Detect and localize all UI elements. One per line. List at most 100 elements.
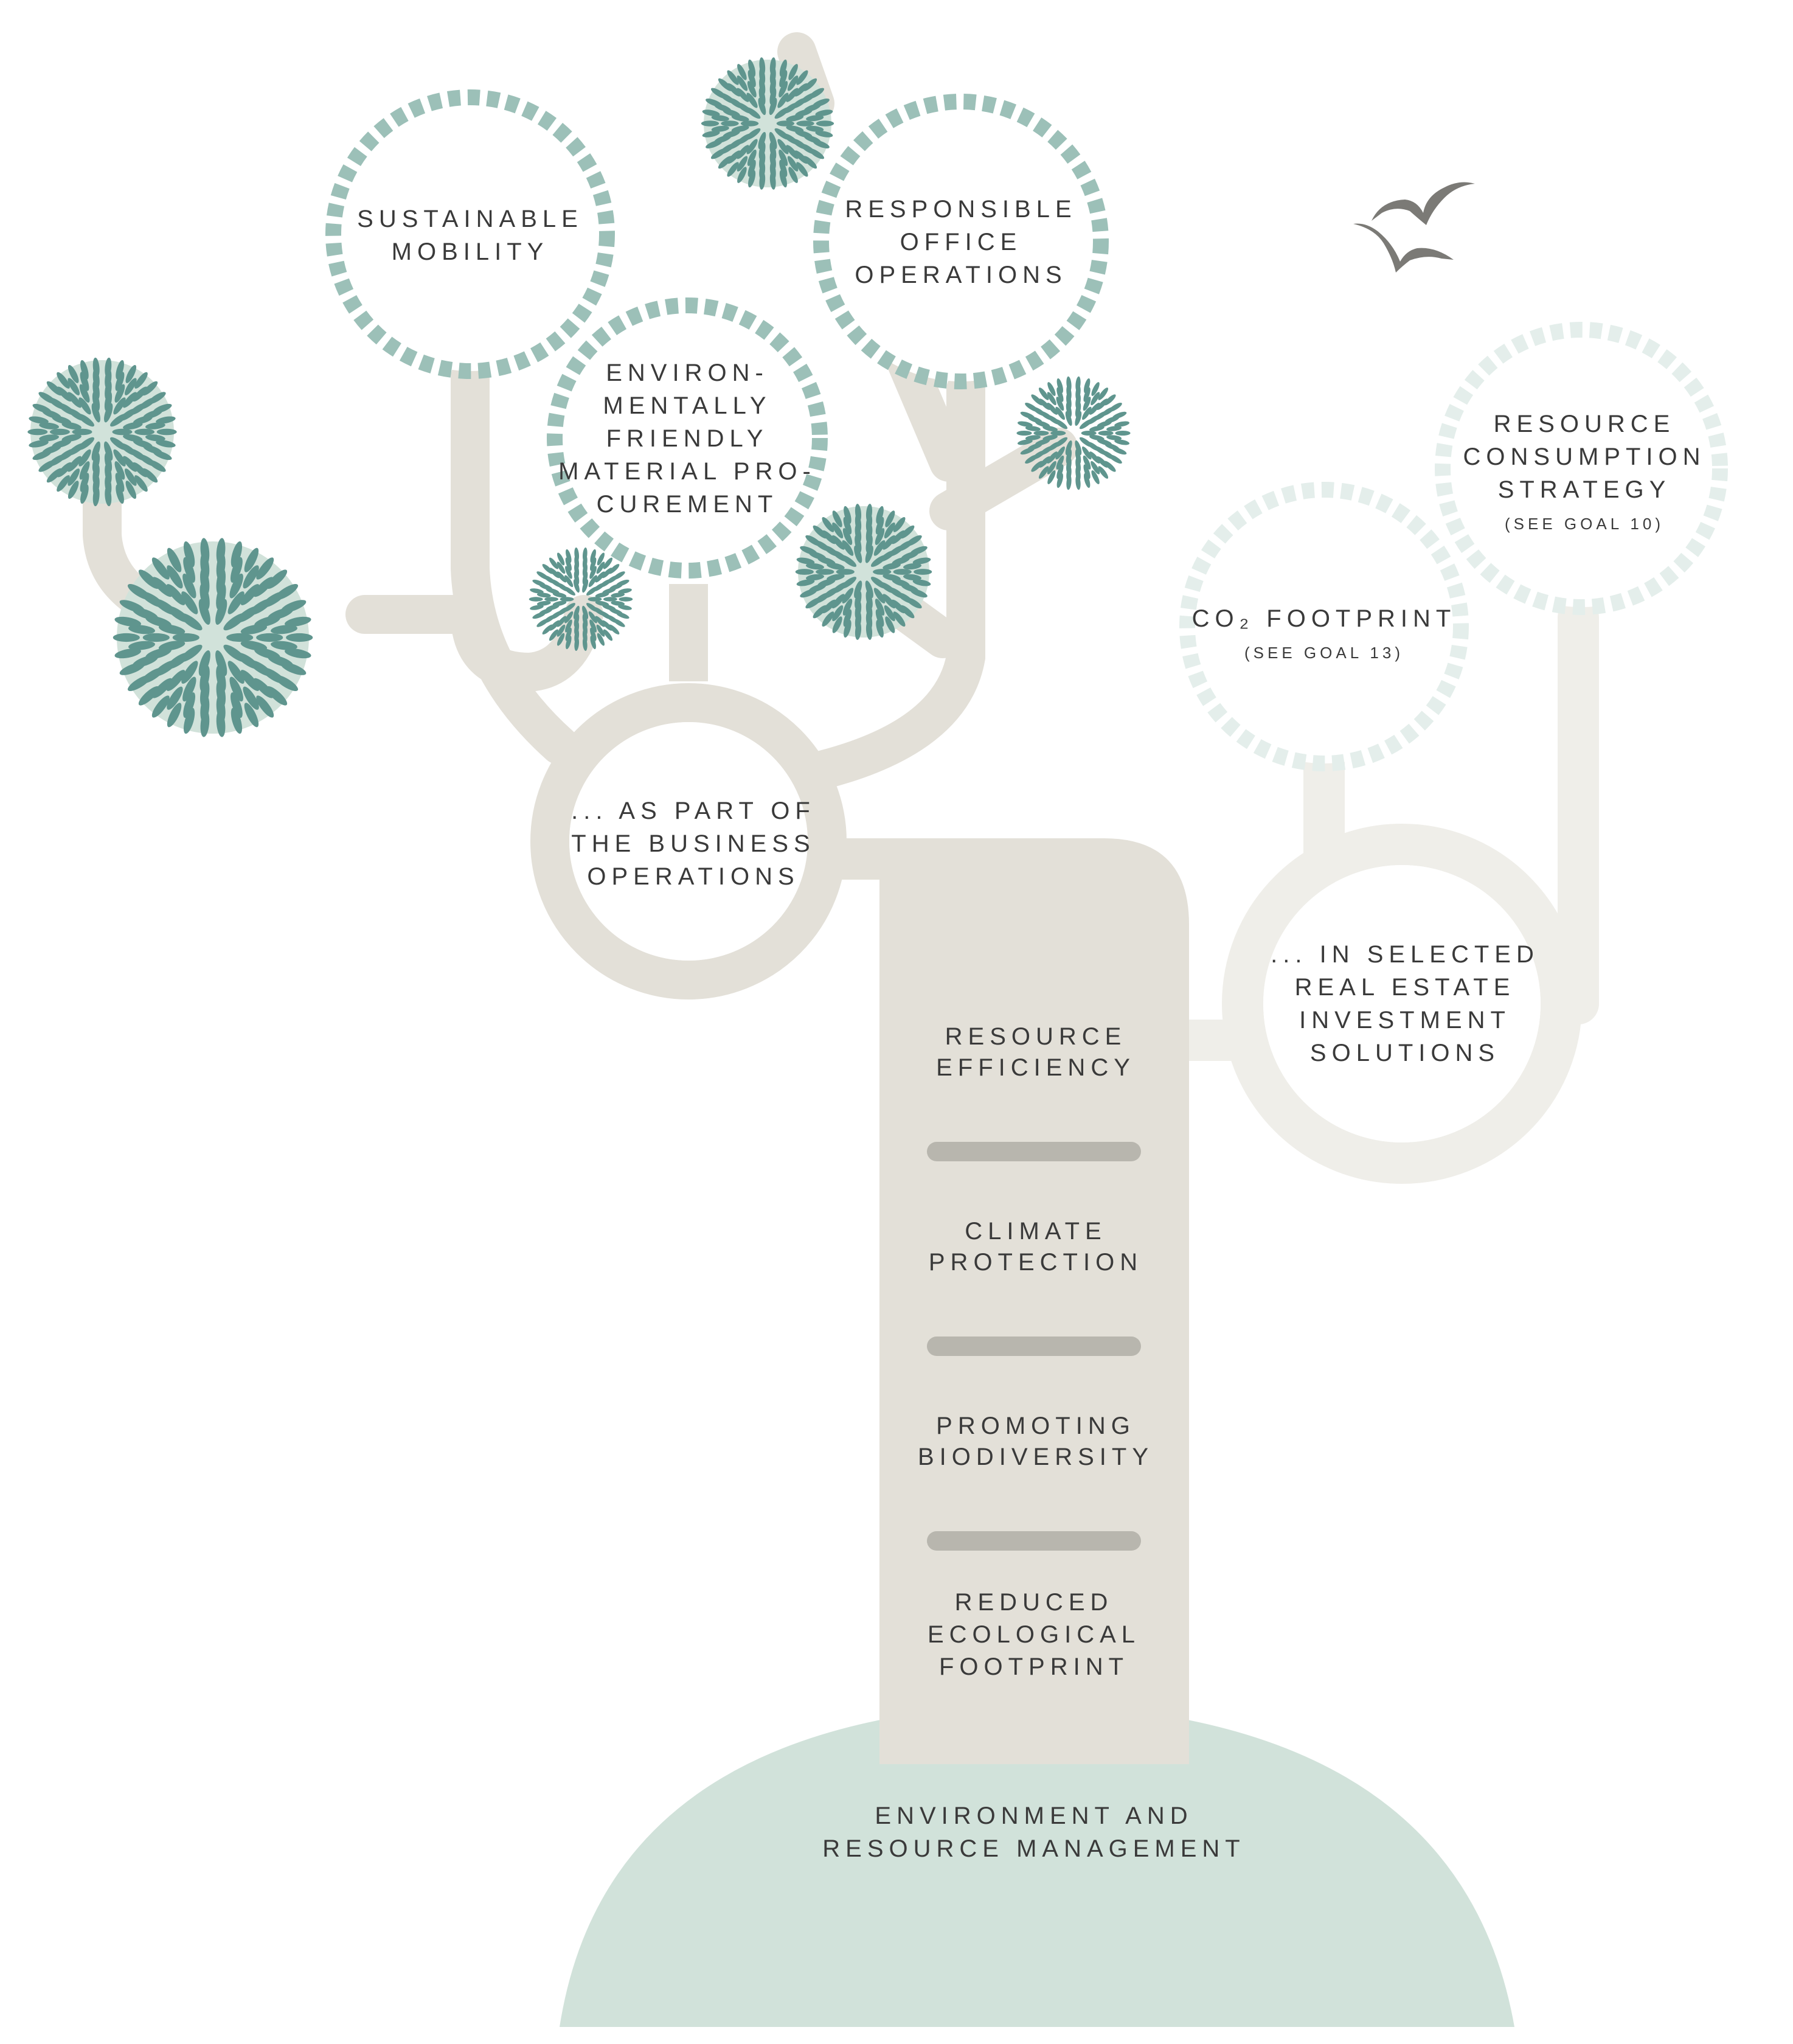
label-line: RESPONSIBLE: [845, 196, 1077, 223]
petal: [740, 120, 759, 127]
petal: [903, 563, 922, 570]
petal: [796, 579, 815, 586]
petal: [148, 460, 166, 472]
petal: [832, 605, 844, 622]
petal: [582, 579, 589, 593]
petal: [1025, 426, 1041, 431]
petal: [590, 549, 596, 563]
petal: [134, 372, 148, 389]
petal: [231, 707, 243, 734]
dashed-circles: [325, 89, 1728, 771]
petal: [758, 97, 766, 116]
petal: [748, 170, 756, 188]
petal: [813, 99, 830, 107]
petal: [1031, 394, 1043, 406]
petal: [68, 481, 79, 499]
petal: [787, 75, 799, 91]
petal: [611, 593, 625, 598]
petal: [530, 605, 544, 610]
petal: [1047, 461, 1056, 474]
petal: [57, 372, 70, 389]
petal: [183, 707, 195, 734]
petal: [256, 557, 274, 580]
petal: [138, 569, 159, 589]
petal: [216, 710, 226, 737]
petal: [80, 360, 89, 380]
petal: [589, 566, 597, 579]
petal: [844, 506, 851, 524]
petal: [910, 546, 928, 555]
petal: [215, 599, 227, 625]
petal: [1115, 431, 1131, 436]
petal: [891, 599, 906, 614]
petal: [536, 571, 549, 580]
petal: [706, 99, 723, 107]
petal: [271, 641, 297, 650]
petal: [57, 475, 70, 492]
petal: [815, 131, 833, 137]
ground-label-line: ENVIRONMENT AND: [875, 1802, 1193, 1829]
label-line: CUREMENT: [597, 491, 779, 518]
petal: [702, 131, 720, 137]
petal: [1020, 411, 1035, 419]
petal: [816, 569, 834, 575]
petal: [198, 599, 210, 625]
petal: [138, 686, 159, 706]
petal: [1081, 431, 1097, 436]
petal: [710, 148, 727, 159]
petal: [1114, 439, 1130, 445]
flower-icon: [113, 538, 313, 737]
petal: [38, 460, 56, 472]
petal: [875, 528, 885, 545]
petal: [280, 662, 307, 675]
petal: [855, 504, 862, 523]
petal: [565, 557, 572, 571]
petal: [795, 569, 814, 575]
flower-icon: [795, 504, 932, 640]
petal: [737, 156, 748, 172]
petal: [796, 162, 808, 177]
label-line: INVESTMENT: [1299, 1007, 1511, 1034]
petal: [805, 597, 822, 609]
petal: [822, 599, 836, 614]
petal: [1038, 388, 1049, 400]
petal: [769, 97, 777, 116]
petal: [91, 403, 100, 423]
petal: [198, 650, 210, 676]
petal: [80, 372, 89, 391]
petal: [737, 64, 747, 80]
label-business-operations: ... AS PART OF THE BUSINESS OPERATIONS: [571, 798, 810, 890]
petal: [1025, 454, 1039, 464]
petal: [240, 670, 260, 691]
petal: [727, 150, 741, 164]
petal: [244, 548, 259, 572]
petal: [822, 530, 836, 544]
petal: [105, 486, 112, 507]
node-business-operations: [569, 722, 808, 961]
trunk-label-line: REDUCED: [955, 1589, 1114, 1616]
petal: [27, 428, 48, 436]
petal: [787, 156, 799, 172]
petal: [808, 88, 825, 99]
label-line: SUSTAINABLE: [357, 206, 583, 232]
petal: [566, 549, 572, 563]
petal: [1084, 473, 1091, 488]
petal: [256, 633, 283, 642]
petal: [229, 676, 243, 702]
petal: [876, 619, 884, 638]
petal: [796, 557, 815, 565]
petal: [132, 462, 148, 478]
label-line: ... IN SELECTED: [1271, 941, 1539, 968]
petal: [788, 64, 798, 80]
petal: [844, 619, 851, 638]
petal: [114, 648, 141, 659]
petal: [832, 510, 842, 527]
petal: [285, 648, 311, 659]
petal: [875, 599, 885, 616]
petal: [227, 591, 244, 614]
petal: [557, 561, 566, 574]
petal: [536, 600, 551, 606]
petal: [113, 397, 126, 415]
petal: [119, 662, 145, 675]
petal: [124, 468, 137, 486]
